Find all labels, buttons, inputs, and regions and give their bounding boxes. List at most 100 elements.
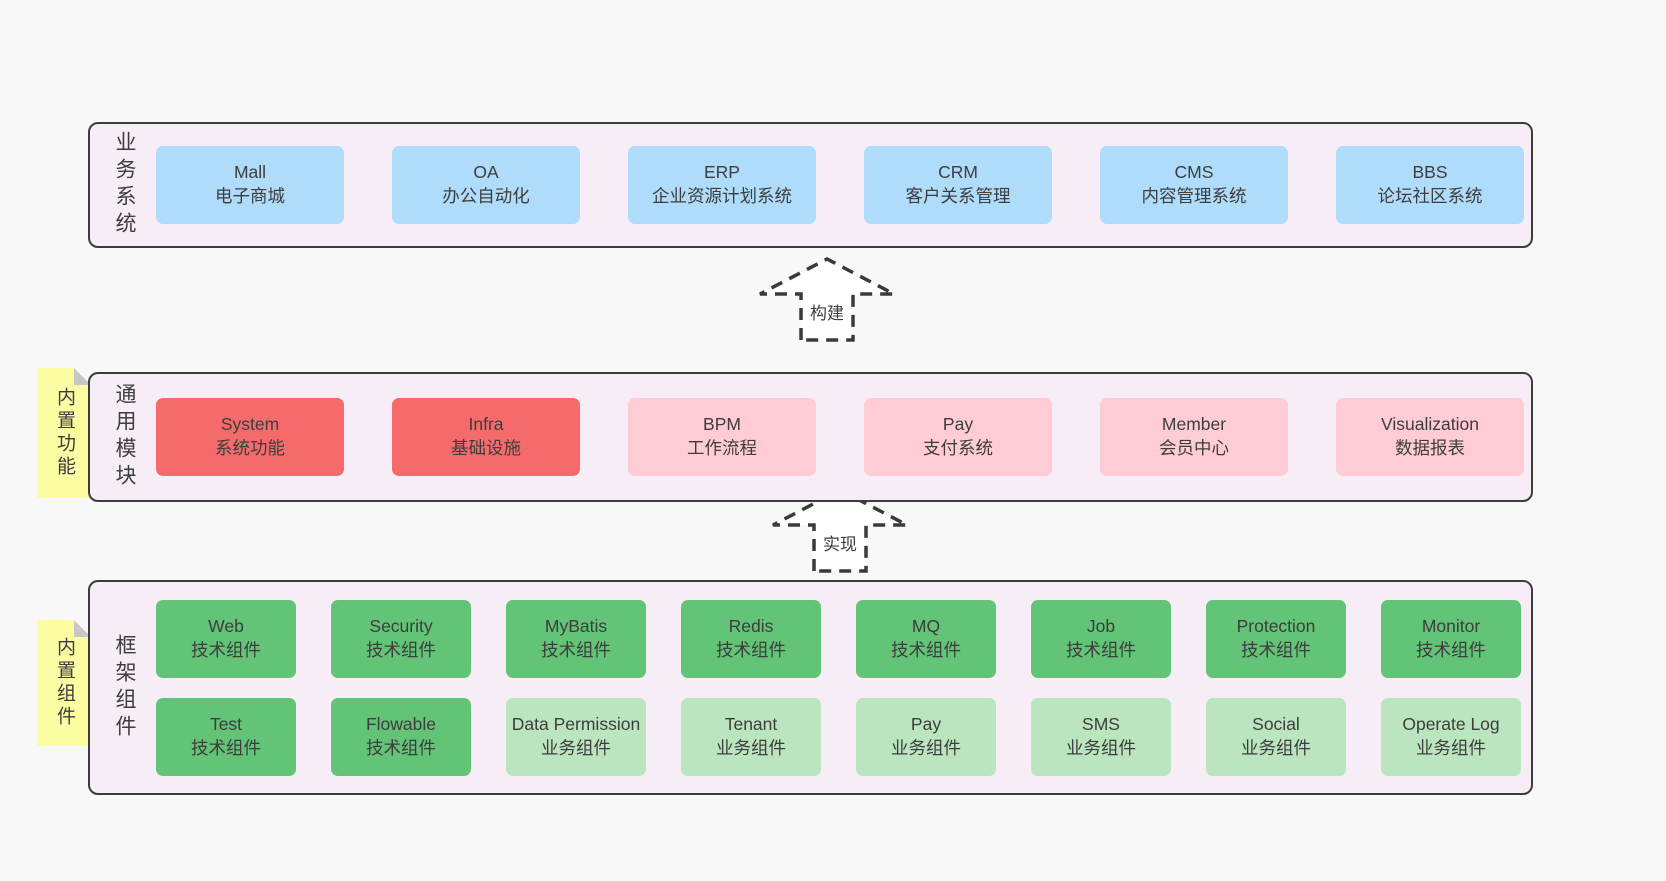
module-name: Protection	[1236, 615, 1316, 636]
sticky-note-built-in-features: 内置功能	[37, 368, 91, 498]
module-name: Infra	[468, 414, 504, 435]
module-box-mybatis: MyBatis 技术组件	[506, 599, 646, 678]
module-desc: 电子商城	[215, 186, 285, 206]
module-name: Pay	[942, 414, 974, 435]
module-box-bpm: BPM 工作流程	[628, 398, 816, 476]
section-label: 框架组件	[113, 633, 136, 742]
module-name: MQ	[911, 615, 941, 636]
module-name: OA	[473, 162, 499, 183]
module-box-pay: Pay 业务组件	[856, 697, 996, 776]
module-name: Visualization	[1381, 414, 1479, 435]
section-label: 业务系统	[113, 131, 136, 239]
module-box-visualization: Visualization 数据报表	[1336, 398, 1524, 476]
module-name: Data Permission	[511, 713, 641, 734]
module-desc: 技术组件	[891, 639, 961, 660]
module-name: Pay	[910, 713, 942, 734]
module-name: Web	[208, 615, 244, 636]
module-box-mall: Mall 电子商城	[156, 146, 344, 224]
module-desc: 技术组件	[1416, 639, 1486, 660]
section-label: 通用模块	[113, 383, 136, 491]
module-name: CMS	[1174, 162, 1214, 183]
module-desc: 业务组件	[541, 737, 611, 758]
sticky-note-label: 内置功能	[54, 387, 75, 479]
module-box-flowable: Flowable 技术组件	[331, 697, 471, 776]
module-box-oa: OA 办公自动化	[392, 146, 580, 224]
module-box-social: Social 业务组件	[1206, 697, 1346, 776]
module-name: Monitor	[1421, 615, 1481, 636]
module-desc: 工作流程	[687, 438, 757, 458]
module-desc: 技术组件	[366, 639, 436, 660]
module-name: Test	[209, 713, 243, 734]
module-desc: 客户关系管理	[905, 186, 1011, 206]
module-box-crm: CRM 客户关系管理	[864, 146, 1052, 224]
module-name: Tenant	[724, 713, 778, 734]
module-desc: 会员中心	[1159, 438, 1229, 458]
module-desc: 论坛社区系统	[1377, 186, 1483, 206]
module-desc: 技术组件	[366, 737, 436, 758]
module-desc: 数据报表	[1395, 438, 1465, 458]
section-common-modules: 通用模块 System 系统功能 Infra 基础设施 BPM 工作流程 Pay 支付系统 Me…	[88, 372, 1533, 502]
arrow-build-label: 构建	[810, 304, 844, 323]
module-name: MyBatis	[544, 615, 608, 636]
module-box-web: Web 技术组件	[156, 599, 296, 678]
module-desc: 办公自动化	[442, 186, 530, 206]
module-name: System	[220, 414, 280, 435]
module-desc: 技术组件	[191, 639, 261, 660]
module-desc: 技术组件	[191, 737, 261, 758]
module-desc: 业务组件	[1066, 737, 1136, 758]
dashed-up-arrow-icon	[759, 257, 895, 342]
module-name: Social	[1252, 713, 1300, 734]
module-name: Mall	[233, 162, 267, 183]
module-box-mq: MQ 技术组件	[856, 599, 996, 678]
module-box-security: Security 技术组件	[331, 599, 471, 678]
arrow-build-up: 构建	[757, 256, 897, 342]
module-name: BPM	[703, 414, 741, 435]
module-box-member: Member 会员中心	[1100, 398, 1288, 476]
module-name: Security	[369, 615, 433, 636]
module-desc: 系统功能	[215, 438, 285, 458]
sticky-note-built-in-components: 内置组件	[37, 620, 91, 746]
module-desc: 技术组件	[716, 639, 786, 660]
dashed-up-arrow-icon	[772, 488, 908, 573]
module-box-redis: Redis 技术组件	[681, 599, 821, 678]
module-desc: 技术组件	[1241, 639, 1311, 660]
module-name: SMS	[1082, 713, 1120, 734]
sticky-note-label: 内置组件	[54, 637, 75, 729]
module-desc: 内容管理系统	[1141, 186, 1247, 206]
section-business-systems: 业务系统 Mall 电子商城 OA 办公自动化 ERP 企业资源计划系统 CRM 客户关系管理…	[88, 122, 1533, 248]
module-desc: 业务组件	[891, 737, 961, 758]
module-name: Member	[1161, 414, 1227, 435]
module-box-data-permission: Data Permission 业务组件	[506, 697, 646, 776]
module-box-sms: SMS 业务组件	[1031, 697, 1171, 776]
module-box-pay: Pay 支付系统	[864, 398, 1052, 476]
module-name: ERP	[704, 162, 740, 183]
module-name: CRM	[938, 162, 978, 183]
module-desc: 技术组件	[541, 639, 611, 660]
module-desc: 支付系统	[923, 438, 993, 458]
module-desc: 企业资源计划系统	[652, 186, 792, 206]
arrow-implement-up: 实现	[770, 487, 910, 573]
module-name: Redis	[728, 615, 774, 636]
module-desc: 业务组件	[1241, 737, 1311, 758]
module-row: Mall 电子商城 OA 办公自动化 ERP 企业资源计划系统 CRM 客户关系管理 CMS 内容…	[156, 146, 1524, 224]
module-box-bbs: BBS 论坛社区系统	[1336, 146, 1524, 224]
module-box-protection: Protection 技术组件	[1206, 599, 1346, 678]
module-box-monitor: Monitor 技术组件	[1381, 599, 1521, 678]
arrow-implement-label: 实现	[823, 535, 857, 554]
module-desc: 业务组件	[716, 737, 786, 758]
module-name: BBS	[1412, 162, 1448, 183]
module-name: Job	[1086, 615, 1116, 636]
module-box-cms: CMS 内容管理系统	[1100, 146, 1288, 224]
module-desc: 基础设施	[451, 438, 521, 458]
module-row: System 系统功能 Infra 基础设施 BPM 工作流程 Pay 支付系统 Member 会…	[156, 398, 1524, 476]
module-box-tenant: Tenant 业务组件	[681, 697, 821, 776]
module-name: Operate Log	[1402, 713, 1500, 734]
module-name: Flowable	[365, 713, 437, 734]
module-box-system: System 系统功能	[156, 398, 344, 476]
